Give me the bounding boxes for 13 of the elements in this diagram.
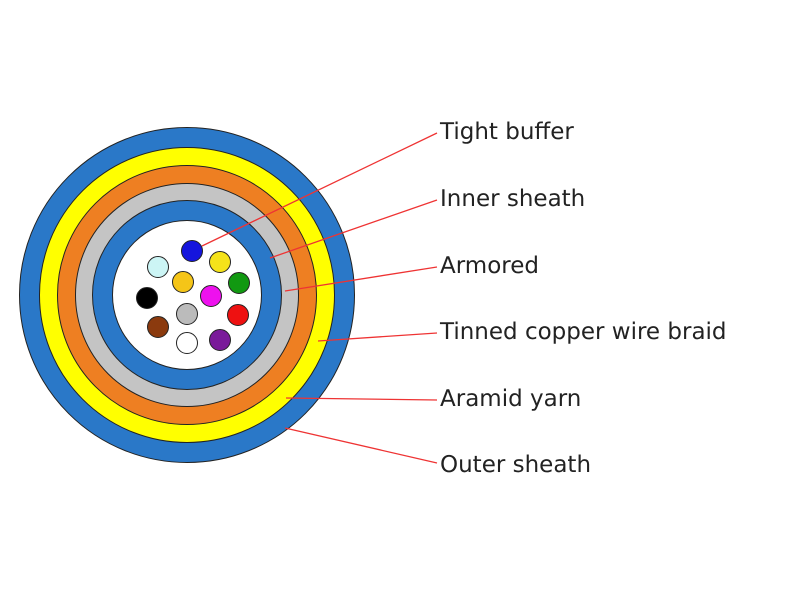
leader-line (286, 397, 437, 401)
part-label: Tinned copper wire braid (440, 318, 727, 346)
part-label: Tight buffer (440, 118, 574, 146)
leader-line (284, 427, 438, 464)
leader-line (318, 332, 438, 342)
part-label: Outer sheath (440, 451, 592, 479)
part-label: Inner sheath (440, 185, 586, 213)
part-label: Aramid yarn (440, 385, 582, 413)
part-label: Armored (440, 252, 539, 280)
leader-line (202, 132, 438, 247)
leader-line (284, 266, 438, 292)
leader-line (270, 199, 438, 259)
inner-sheath-ring (92, 200, 282, 390)
